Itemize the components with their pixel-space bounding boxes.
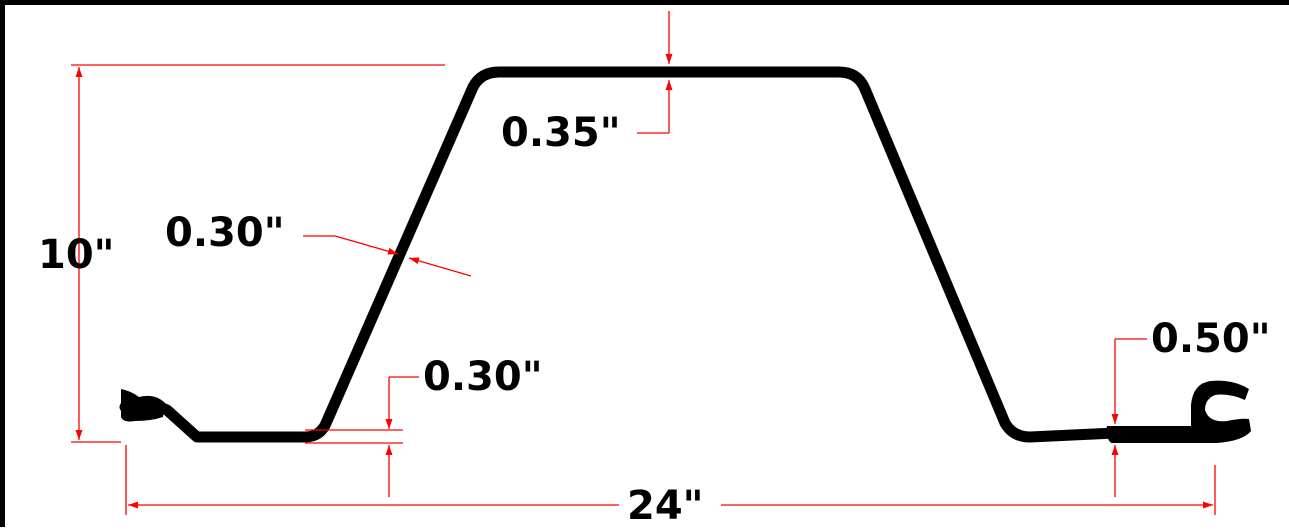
interlock-thickness-label: 0.50" (1151, 316, 1271, 362)
dimension-lines (71, 11, 1216, 515)
left-interlock (121, 389, 165, 422)
profile-stroke (119, 66, 1196, 443)
web-thickness-label: 0.30" (165, 210, 285, 256)
pan-thickness-label: 0.30" (423, 354, 543, 400)
web-arrow-1 (334, 235, 399, 255)
right-interlock (1106, 380, 1251, 443)
flange-thickness-label: 0.35" (501, 110, 621, 156)
diagram-drawing (71, 11, 1251, 515)
width-label: 24" (627, 483, 704, 529)
height-label: 10" (38, 232, 115, 278)
web-arrow-2 (408, 257, 472, 277)
sheet-pile-profile (119, 66, 1251, 443)
